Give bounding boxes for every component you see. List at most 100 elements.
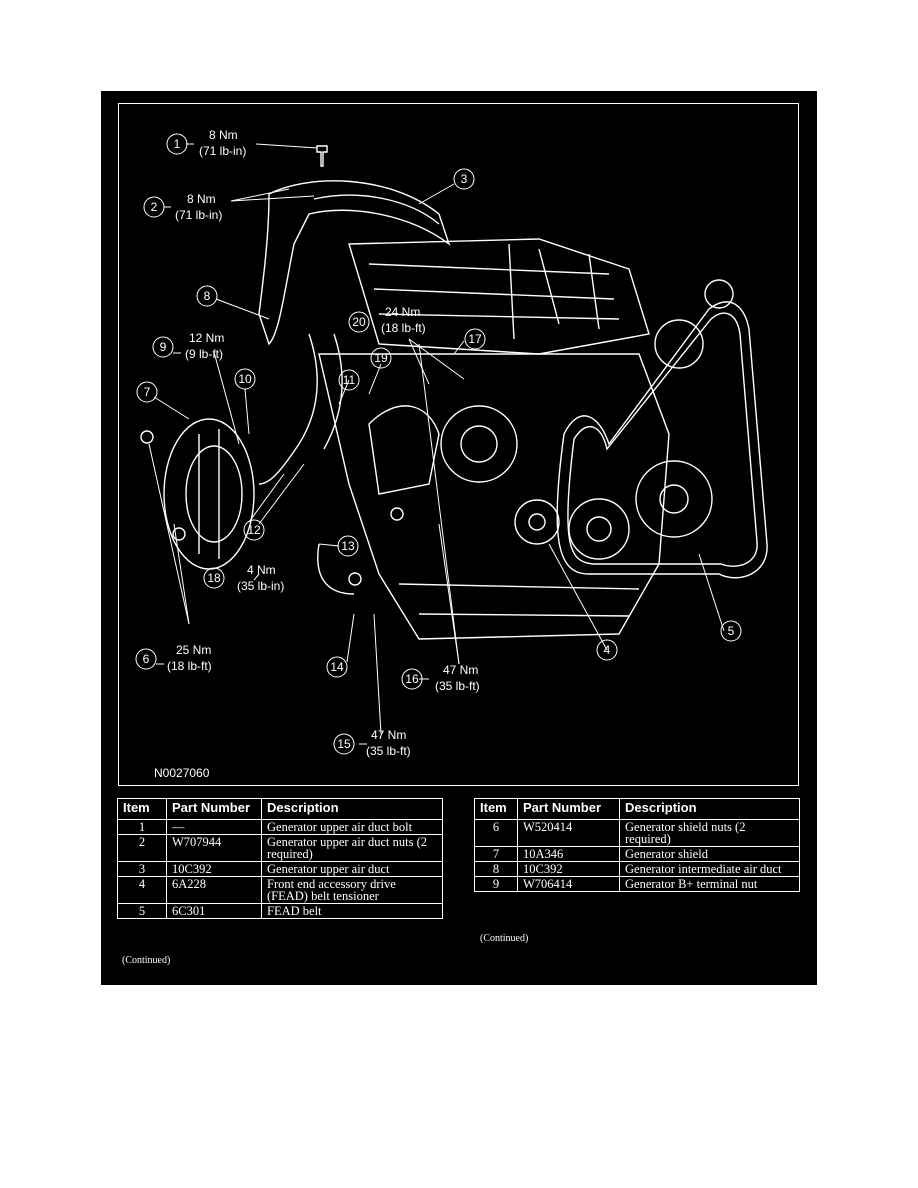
torque-nm: 8 Nm: [187, 192, 216, 206]
torque-imperial: (71 lb-in): [199, 144, 246, 158]
torque-imperial: (35 lb-ft): [366, 744, 411, 758]
cell-part-number: 6C301: [166, 903, 262, 919]
torque-imperial: (35 lb-ft): [435, 679, 480, 693]
torque-nm: 12 Nm: [189, 331, 224, 345]
callout-number: 14: [330, 660, 344, 674]
header-item: Item: [117, 798, 167, 820]
callout-10: 10: [234, 368, 256, 390]
callout-16: 16 47 Nm (35 lb-ft): [401, 663, 480, 693]
torque-imperial: (9 lb-ft): [185, 347, 223, 361]
cell-part-number: 10A346: [517, 846, 620, 862]
cell-description: FEAD belt: [261, 903, 443, 919]
callout-number: 3: [461, 172, 468, 186]
callout-number: 17: [468, 332, 482, 346]
callout-1: 1 8 Nm (71 lb-in): [166, 128, 246, 158]
cell-part-number: W706414: [517, 876, 620, 892]
torque-nm: 24 Nm: [385, 305, 420, 319]
engine-drawing: 1 8 Nm (71 lb-in) 2 8 Nm (71 lb-in) 3 4 …: [135, 128, 768, 780]
torque-nm: 4 Nm: [247, 563, 276, 577]
callout-number: 8: [204, 289, 211, 303]
cell-item: 3: [117, 861, 167, 877]
torque-label-4nm: 4 Nm (35 lb-in): [237, 563, 284, 593]
callout-number: 18: [207, 571, 221, 585]
torque-imperial: (71 lb-in): [175, 208, 222, 222]
cell-part-number: W520414: [517, 819, 620, 847]
table-header-row: Item Part Number Description: [117, 798, 443, 820]
cell-description: Generator intermediate air duct: [619, 861, 800, 877]
callout-number: 7: [144, 385, 151, 399]
cell-description: Front end accessory drive (FEAD) belt te…: [261, 876, 443, 904]
callout-2: 2 8 Nm (71 lb-in): [143, 192, 222, 222]
cell-item: 8: [474, 861, 518, 877]
callout-5: 5: [720, 620, 742, 642]
callout-15: 15 47 Nm (35 lb-ft): [333, 728, 411, 758]
header-description: Description: [619, 798, 800, 820]
header-description: Description: [261, 798, 443, 820]
torque-imperial: (18 lb-ft): [167, 659, 212, 673]
cell-item: 1: [117, 819, 167, 835]
callout-number: 4: [604, 643, 611, 657]
cell-part-number: 10C392: [166, 861, 262, 877]
callout-number: 16: [405, 672, 419, 686]
callout-number: 10: [238, 372, 252, 386]
cell-item: 2: [117, 834, 167, 862]
engine-illustration: 1 8 Nm (71 lb-in) 2 8 Nm (71 lb-in) 3 4 …: [118, 103, 799, 786]
cell-description: Generator shield: [619, 846, 800, 862]
cell-description: Generator upper air duct nuts (2 require…: [261, 834, 443, 862]
tensioner-pulley-shape: [514, 499, 560, 545]
callout-number: 5: [728, 624, 735, 638]
header-part-number: Part Number: [166, 798, 262, 820]
callout-number: 9: [160, 340, 167, 354]
cell-item: 7: [474, 846, 518, 862]
cell-description: Generator upper air duct bolt: [261, 819, 443, 835]
callout-17: 17: [464, 328, 486, 350]
callout-number: 2: [151, 200, 158, 214]
cell-part-number: 6A228: [166, 876, 262, 904]
callout-12: 12: [243, 519, 265, 541]
valve-cover-shape: [348, 238, 650, 355]
callout-3: 3: [453, 168, 475, 190]
figure-code: N0027060: [154, 766, 210, 780]
callout-8: 8: [196, 285, 218, 307]
callout-6: 6 25 Nm (18 lb-ft): [135, 643, 212, 673]
torque-imperial: (35 lb-in): [237, 579, 284, 593]
torque-nm: 25 Nm: [176, 643, 211, 657]
callout-4: 4: [596, 639, 618, 661]
upper-air-duct-shape: [258, 180, 451, 346]
cell-description: Generator upper air duct: [261, 861, 443, 877]
callout-14: 14: [326, 656, 348, 678]
callout-number: 13: [341, 539, 355, 553]
callout-19: 19: [370, 347, 392, 369]
cell-part-number: 10C392: [517, 861, 620, 877]
callout-13: 13: [337, 535, 359, 557]
callout-9: 9 12 Nm (9 lb-ft): [152, 331, 224, 361]
callout-7: 7: [136, 381, 158, 403]
torque-nm: 8 Nm: [209, 128, 238, 142]
cell-part-number: —: [166, 819, 262, 835]
callout-18: 18: [203, 567, 225, 589]
table-row: 1—Generator upper air duct bolt: [117, 819, 443, 835]
callout-number: 6: [143, 652, 150, 666]
callout-number: 1: [174, 137, 181, 151]
continued-note-left: (Continued): [122, 955, 171, 966]
callout-number: 20: [352, 315, 366, 329]
torque-nm: 47 Nm: [443, 663, 478, 677]
torque-imperial: (18 lb-ft): [381, 321, 426, 335]
callout-number: 12: [247, 523, 261, 537]
fead-belt-shape: [556, 301, 768, 579]
callout-number: 19: [374, 351, 388, 365]
callout-11: 11: [338, 369, 360, 391]
cell-item: 4: [117, 876, 167, 904]
callout-number: 11: [343, 373, 356, 387]
header-item: Item: [474, 798, 518, 820]
